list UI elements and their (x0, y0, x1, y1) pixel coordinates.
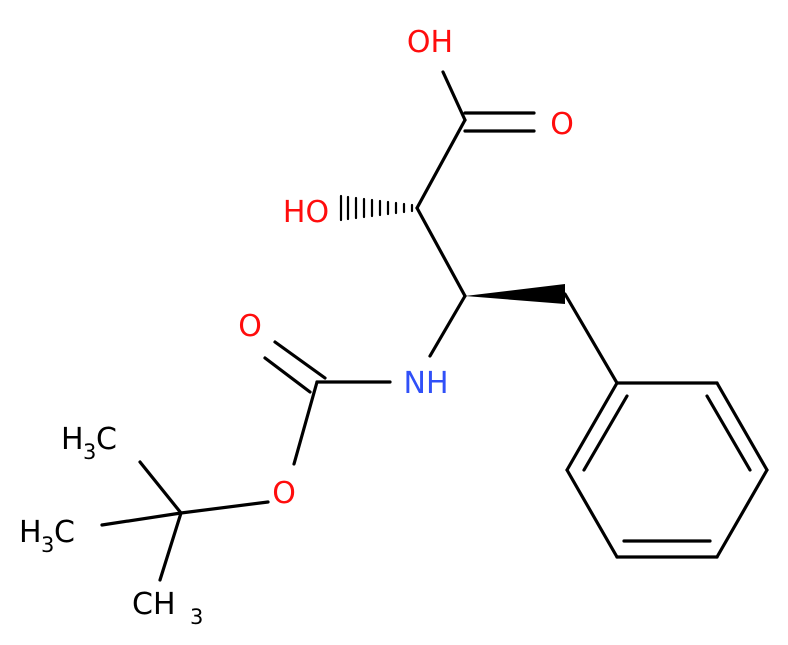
svg-text:H: H (19, 515, 42, 550)
svg-text:CH: CH (132, 587, 176, 622)
bond-ch2-phenyl (563, 292, 619, 385)
hydroxyl-ho-label: HO (283, 195, 329, 230)
solid-wedge-bond (465, 284, 565, 304)
ester-o-label: O (272, 476, 296, 511)
svg-text:3: 3 (190, 605, 203, 629)
methyl-left-label: H 3 C (19, 515, 75, 557)
bond-cq-me-left (100, 511, 183, 527)
carbamate-o-label: O (238, 309, 262, 344)
phenyl-ring (565, 381, 769, 559)
bond-c1-oh (441, 70, 467, 122)
svg-text:C: C (54, 515, 75, 550)
bond-c2-c3 (415, 206, 467, 298)
bond-cq-me-bottom (158, 511, 183, 582)
svg-text:H: H (61, 422, 84, 457)
svg-text:3: 3 (41, 533, 54, 557)
svg-text:3: 3 (83, 440, 96, 464)
svg-text:C: C (96, 422, 117, 457)
methyl-top-label: H 3 C (61, 422, 117, 464)
bond-c1-c2 (415, 118, 467, 210)
acid-oh-label: OH (407, 25, 453, 60)
bond-c-o-ester (292, 380, 319, 466)
bond-c3-n (428, 294, 467, 358)
bond-c-o-double-b (263, 356, 312, 394)
acid-o-label: O (550, 107, 574, 142)
hashed-wedge-bond (339, 194, 414, 222)
bond-o-cq (179, 500, 270, 515)
amine-nh-label: NH (404, 366, 449, 401)
methyl-bottom-label: CH 3 (132, 587, 203, 629)
bond-cq-me-top (138, 460, 183, 515)
bond-c-o-double-a (273, 340, 327, 380)
